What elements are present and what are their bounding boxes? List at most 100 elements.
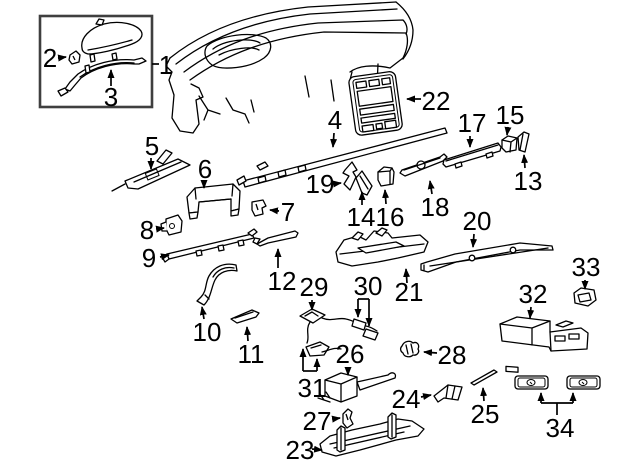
- callout-12-label: 12: [268, 266, 297, 296]
- callout-26: 26: [336, 339, 365, 376]
- callout-30-label: 30: [354, 271, 383, 301]
- inset-detail-box: 2 3 1: [38, 14, 173, 112]
- part-6-bracket-drawing: [186, 183, 241, 220]
- callout-18: 18: [421, 180, 450, 222]
- callout-25-label: 25: [471, 399, 500, 429]
- callout-28-label: 28: [438, 340, 467, 370]
- callout-13-arrow: [521, 154, 529, 169]
- part-21-plate-drawing: [335, 227, 429, 267]
- instrument-panel-drawing: [165, 1, 414, 134]
- callout-8-label: 8: [140, 215, 154, 245]
- callout-11-label: 11: [238, 339, 265, 369]
- callout-2-label: 2: [43, 43, 57, 73]
- callout-29: 29: [300, 272, 329, 311]
- callout-23-label: 23: [286, 435, 315, 465]
- callout-25-arrow: [480, 387, 488, 402]
- part-18-bar-drawing: [399, 153, 448, 177]
- part-10-bracket-drawing: [196, 263, 238, 306]
- callout-29-label: 29: [300, 272, 329, 302]
- part-9-strip-drawing: [161, 228, 258, 263]
- callout-25: 25: [471, 387, 500, 429]
- part-2-clip-drawing: [68, 50, 81, 65]
- callout-27: 27: [303, 406, 341, 436]
- callout-14: 14: [347, 191, 375, 232]
- callout-9: 9: [142, 243, 170, 273]
- callout-21-arrow: [403, 268, 411, 284]
- callout-19: 19: [306, 169, 342, 199]
- callout-17-label: 17: [458, 108, 487, 138]
- callout-34: 34: [537, 392, 577, 443]
- part-28-fastener-drawing: [399, 340, 420, 358]
- callout-8-arrow: [155, 225, 165, 233]
- callout-19-label: 19: [306, 169, 335, 199]
- callout-20: 20: [463, 206, 491, 248]
- callout-16-label: 16: [376, 202, 405, 232]
- part-12-strip-drawing: [252, 230, 299, 247]
- callout-7-arrow: [269, 207, 280, 215]
- callout-16-arrow: [382, 189, 390, 205]
- callout-3-label: 3: [104, 82, 118, 112]
- callout-32-arrow: [527, 306, 535, 319]
- callout-18-label: 18: [421, 192, 450, 222]
- callout-32: 32: [519, 279, 548, 319]
- callout-7: 7: [269, 197, 295, 227]
- part-7-clip-drawing: [251, 199, 267, 217]
- callout-15-label: 15: [496, 100, 525, 130]
- part-34-lamps-drawing: [514, 375, 601, 390]
- part-4-strip-drawing: [236, 127, 448, 188]
- callout-6-label: 6: [198, 154, 212, 184]
- callout-8: 8: [140, 215, 165, 245]
- callout-10-arrow: [199, 306, 207, 320]
- callout-20-arrow: [470, 233, 478, 248]
- part-14-strip-drawing: [355, 170, 373, 196]
- callout-17: 17: [458, 108, 487, 148]
- callout-18-arrow: [427, 180, 435, 195]
- part-32-bracket-drawing: [499, 316, 589, 373]
- part-16-clip-drawing: [377, 166, 395, 187]
- callout-32-label: 32: [519, 279, 548, 309]
- callout-13: 13: [514, 154, 543, 196]
- callout-9-label: 9: [142, 243, 156, 273]
- part-27-clip-drawing: [342, 408, 354, 429]
- callout-31-label: 31: [298, 373, 327, 403]
- callout-4-label: 4: [328, 105, 342, 135]
- callout-15-arrow: [504, 126, 512, 136]
- part-13-piece-drawing: [517, 131, 530, 153]
- part-19-clip-drawing: [342, 161, 358, 191]
- part-29-31-harness-drawing: [299, 308, 379, 357]
- callout-21: 21: [395, 268, 424, 307]
- callout-3: 3: [104, 69, 118, 112]
- callout-11-arrow: [244, 326, 252, 342]
- callout-7-label: 7: [281, 197, 295, 227]
- callout-26-label: 26: [336, 339, 365, 369]
- part-15-block-drawing: [501, 135, 518, 153]
- callout-34-label: 34: [546, 413, 575, 443]
- part-11-strip-drawing: [230, 309, 260, 324]
- callout-6: 6: [198, 154, 212, 189]
- callout-24: 24: [392, 384, 432, 414]
- callout-16: 16: [376, 189, 405, 232]
- part-17-bar-drawing: [442, 142, 502, 169]
- callout-11: 11: [238, 326, 265, 369]
- part-3-trim-strip-drawing: [57, 57, 147, 97]
- callout-2-arrow: [57, 54, 67, 62]
- part-33-box-drawing: [573, 287, 597, 307]
- part-24-piece-drawing: [433, 384, 463, 403]
- callout-13-label: 13: [514, 166, 543, 196]
- callout-5-label: 5: [145, 131, 159, 161]
- callout-28-arrow: [423, 349, 438, 357]
- callout-12: 12: [268, 248, 297, 296]
- callout-30: 30: [354, 271, 383, 327]
- callout-31: 31: [298, 348, 327, 403]
- callout-21-label: 21: [395, 277, 424, 307]
- callout-28: 28: [423, 340, 467, 370]
- callout-24-label: 24: [392, 384, 421, 414]
- callout-19-arrow: [332, 180, 342, 188]
- callout-15: 15: [496, 100, 525, 136]
- part-25-rod-drawing: [470, 369, 498, 386]
- callout-27-label: 27: [303, 406, 332, 436]
- callout-10: 10: [193, 306, 221, 347]
- part-26-tray-drawing: [317, 372, 397, 403]
